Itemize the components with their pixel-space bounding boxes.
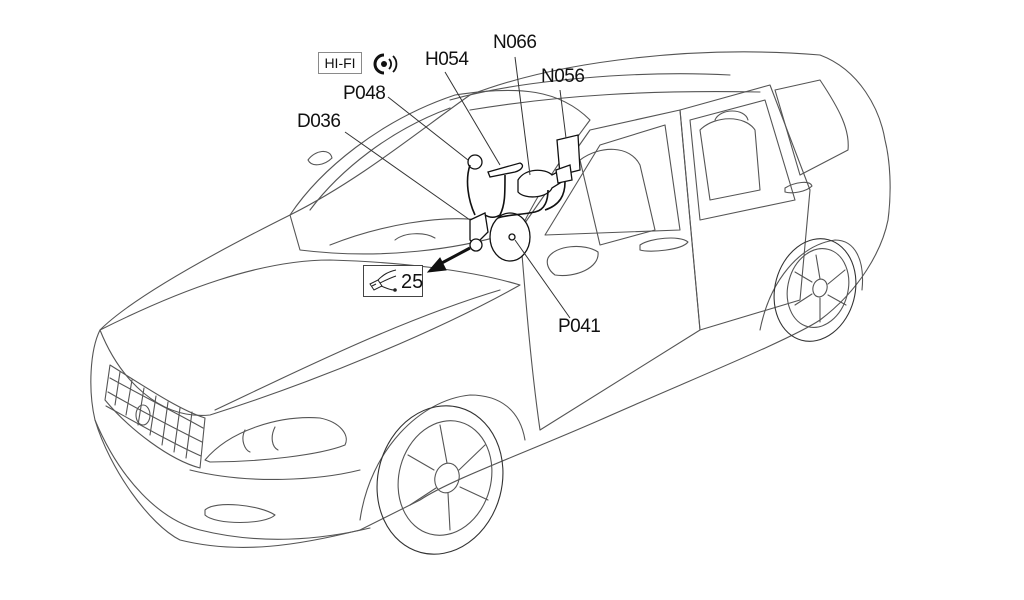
connector-arrow bbox=[426, 246, 471, 273]
leader-p041 bbox=[514, 239, 571, 319]
hood bbox=[99, 259, 521, 416]
quarter-window bbox=[774, 79, 849, 176]
wiring-harness bbox=[466, 164, 566, 219]
left-mirror bbox=[307, 150, 333, 166]
connector-d036 bbox=[469, 212, 489, 246]
rear-seat bbox=[699, 118, 761, 201]
label-d036: D036 bbox=[297, 111, 341, 132]
rear-door-handle bbox=[784, 181, 813, 194]
headlight bbox=[204, 417, 347, 463]
system-badge-label: HI-FI bbox=[324, 55, 356, 71]
rear-tire bbox=[773, 238, 857, 342]
front-rim bbox=[397, 420, 493, 536]
front-bumper bbox=[94, 419, 371, 540]
tweeter-p048 bbox=[467, 154, 483, 170]
front-wheel-arch bbox=[359, 394, 526, 521]
sunroof bbox=[449, 73, 731, 101]
leader-h054 bbox=[444, 71, 501, 166]
front-badge bbox=[135, 404, 151, 426]
label-n066: N066 bbox=[493, 32, 537, 53]
rear-rim bbox=[786, 248, 850, 328]
front-seat bbox=[579, 148, 656, 246]
front-tire bbox=[376, 405, 504, 555]
rear-door bbox=[679, 84, 811, 331]
dashboard bbox=[329, 218, 481, 246]
car-body-outline bbox=[90, 51, 891, 548]
leader-n066 bbox=[514, 56, 531, 176]
front-window bbox=[544, 124, 681, 236]
front-door-handle bbox=[639, 237, 689, 252]
connector-reference-number: 25 bbox=[401, 271, 424, 293]
wiring-connector-icon bbox=[369, 269, 397, 292]
label-p048: P048 bbox=[343, 83, 386, 104]
system-badge: HI-FI bbox=[318, 52, 362, 74]
rear-window bbox=[689, 99, 796, 221]
grille bbox=[104, 364, 206, 469]
leader-d036 bbox=[344, 131, 471, 221]
windshield bbox=[289, 89, 591, 255]
label-n056: N056 bbox=[541, 66, 585, 87]
speaker-sound-waves-icon bbox=[373, 53, 398, 75]
leader-n056 bbox=[559, 89, 567, 139]
leader-p048 bbox=[387, 96, 469, 161]
front-door bbox=[519, 109, 701, 431]
right-mirror bbox=[546, 245, 599, 277]
fog-light bbox=[204, 504, 276, 523]
label-p041: P041 bbox=[558, 316, 601, 337]
connector-d036-plug bbox=[469, 238, 483, 252]
tweeter-housing-h054 bbox=[487, 162, 524, 178]
control-unit-n056 bbox=[556, 134, 581, 176]
label-h054: H054 bbox=[425, 49, 469, 70]
